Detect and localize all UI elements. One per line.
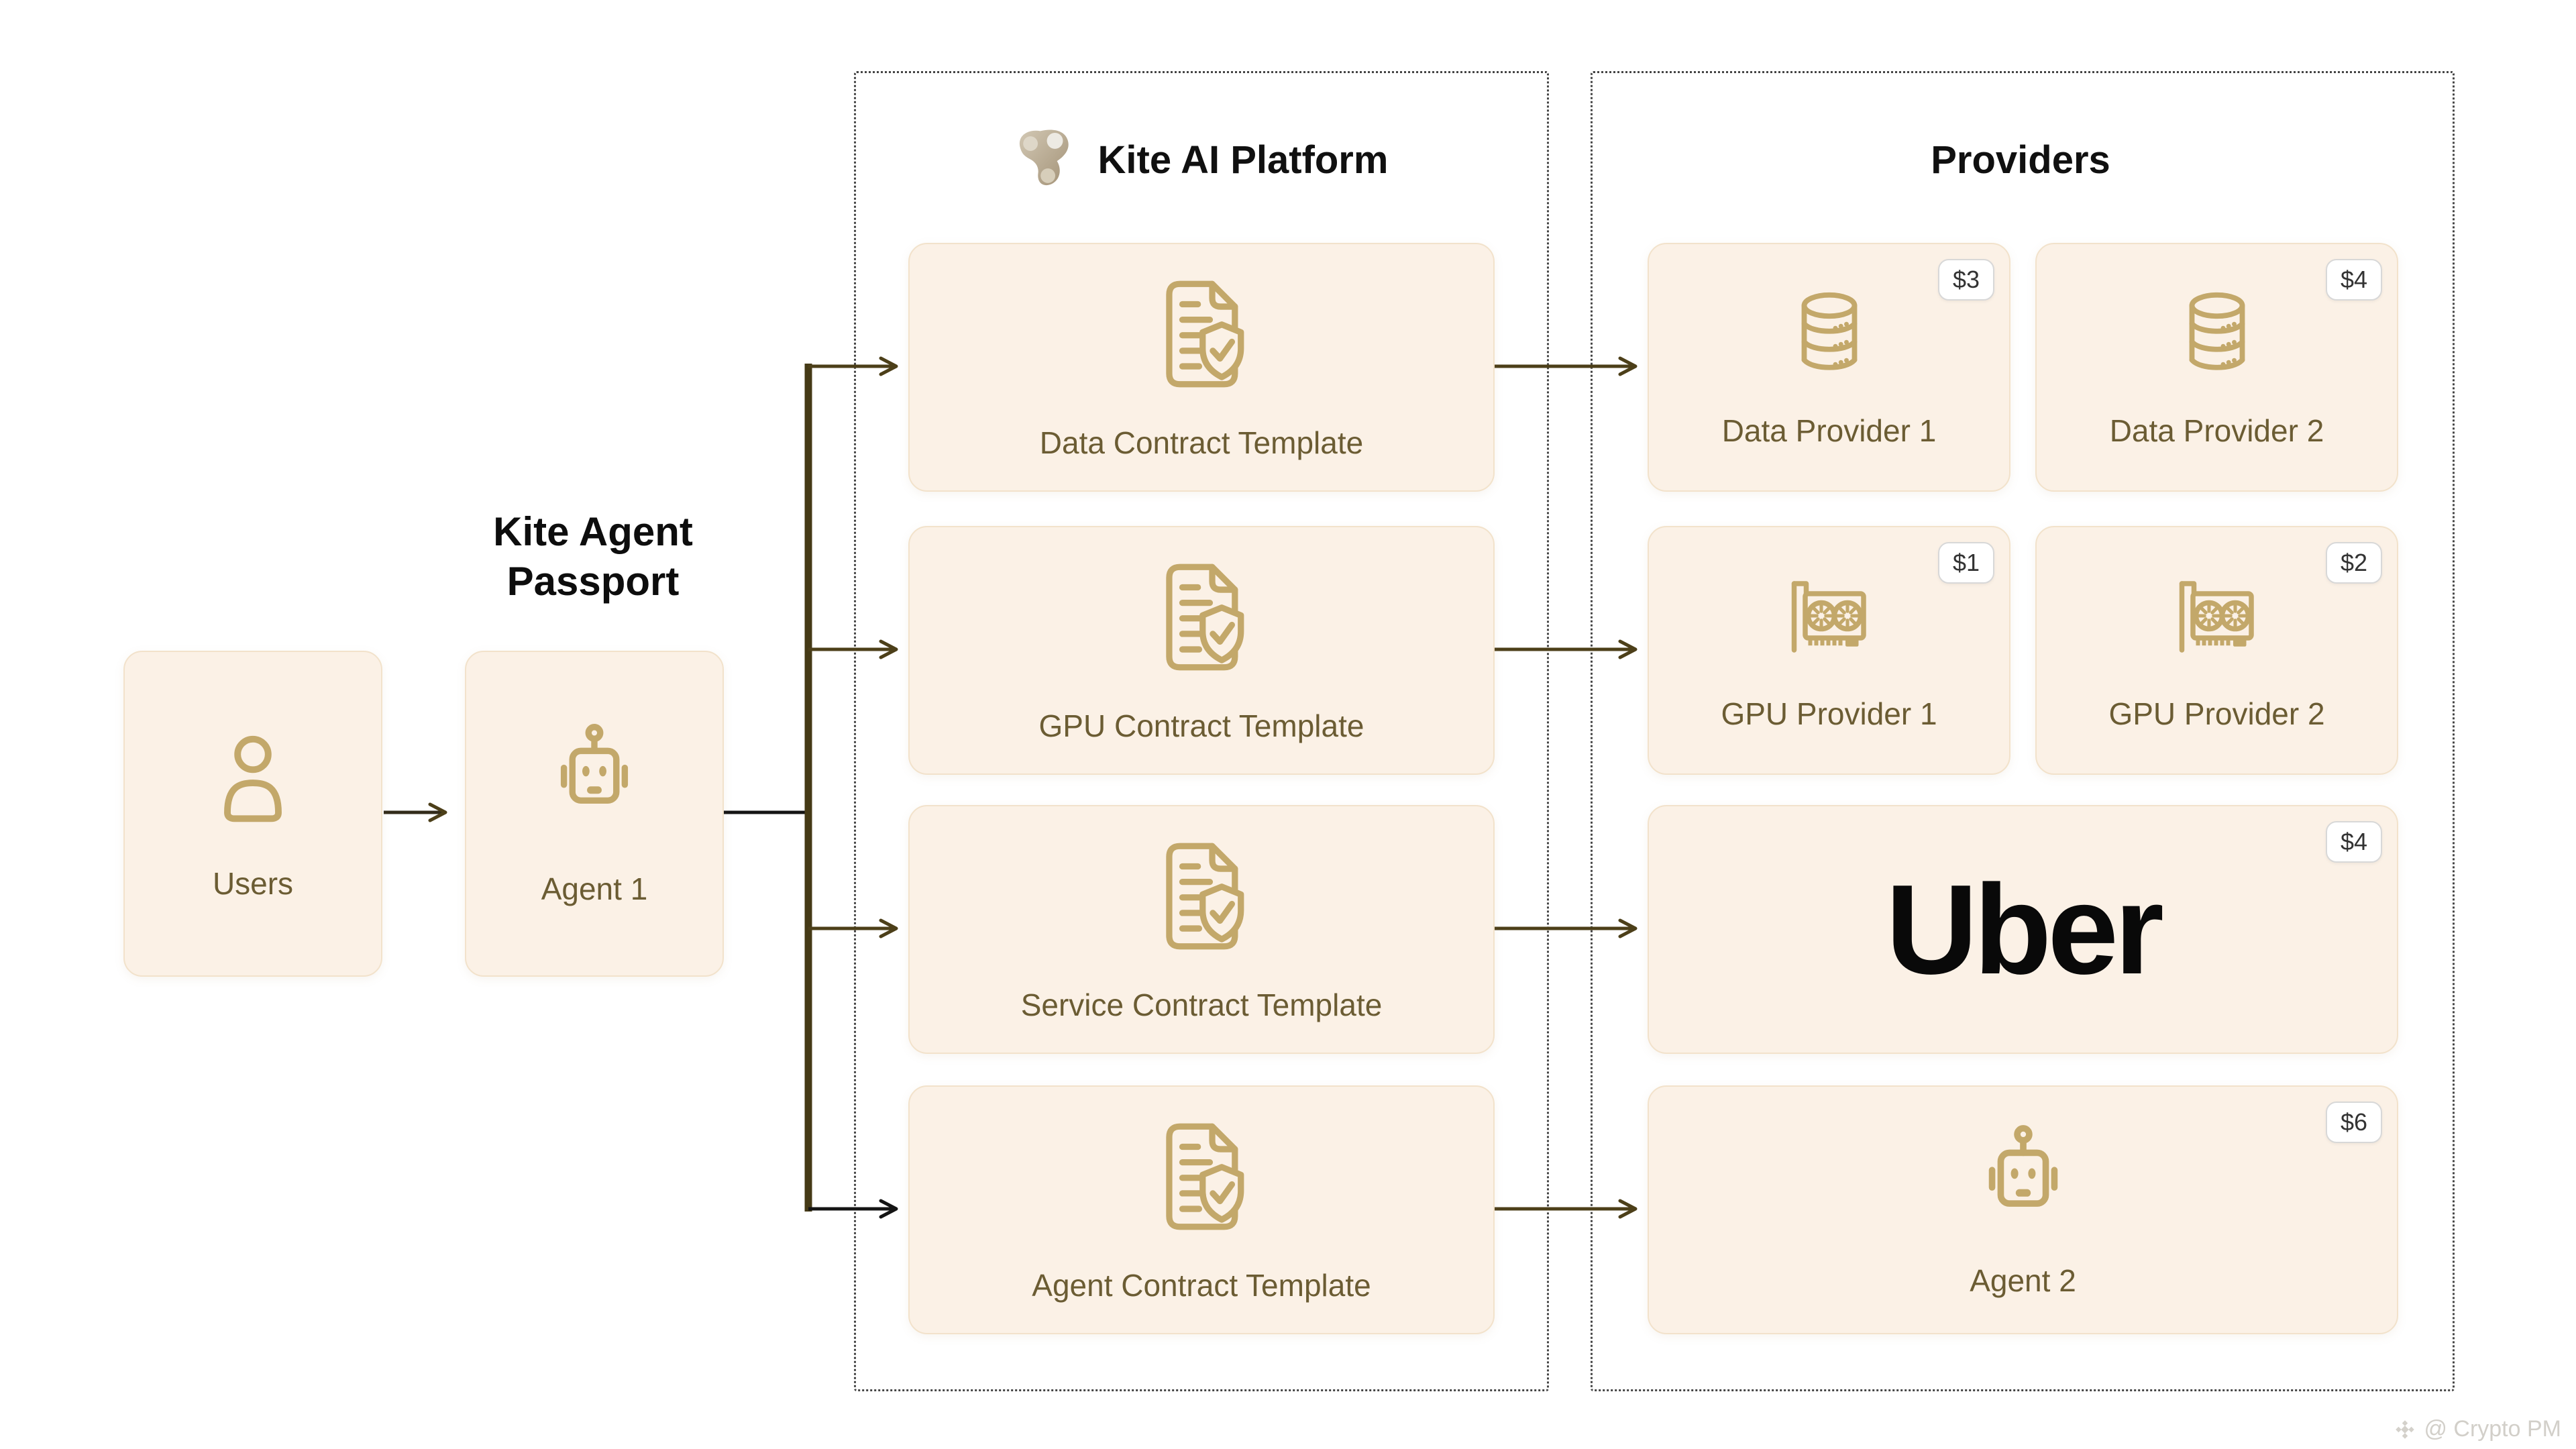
watermark-text: @ Crypto PM bbox=[2424, 1416, 2561, 1442]
provider-card-data1: $3 Data Provider 1 bbox=[1648, 243, 2010, 492]
price-badge: $2 bbox=[2325, 542, 2382, 584]
node-label: Agent 1 bbox=[541, 871, 648, 906]
template-card-service: Service Contract Template bbox=[908, 805, 1495, 1054]
robot-icon bbox=[1988, 1124, 2057, 1207]
contract-shield-icon bbox=[1166, 843, 1244, 949]
contract-shield-icon bbox=[1166, 564, 1244, 670]
template-card-gpu: GPU Contract Template bbox=[908, 526, 1495, 775]
template-card-data: Data Contract Template bbox=[908, 243, 1495, 492]
price-badge: $1 bbox=[1937, 542, 1994, 584]
template-label: Service Contract Template bbox=[1020, 987, 1383, 1022]
robot-icon bbox=[560, 724, 629, 804]
provider-card-gpu2: $2 GPU Provider 2 bbox=[2035, 526, 2398, 775]
kite-logo-icon bbox=[1019, 129, 1069, 186]
template-label: GPU Contract Template bbox=[1038, 708, 1364, 743]
platform-header: Kite AI Platform bbox=[854, 119, 1545, 200]
provider-label: Data Provider 1 bbox=[1721, 413, 1937, 448]
platform-title: Kite AI Platform bbox=[1097, 138, 1389, 182]
gpu-card-icon bbox=[1791, 580, 1866, 653]
price-badge: $4 bbox=[2325, 821, 2382, 863]
provider-card-agent2: $6 Agent 2 bbox=[1648, 1085, 2398, 1334]
contract-shield-icon bbox=[1166, 280, 1244, 387]
template-label: Data Contract Template bbox=[1039, 425, 1364, 460]
price-badge: $6 bbox=[2325, 1102, 2382, 1143]
provider-label: GPU Provider 1 bbox=[1721, 696, 1937, 731]
provider-card-data2: $4 Data Provider 2 bbox=[2035, 243, 2398, 492]
template-label: Agent Contract Template bbox=[1032, 1267, 1371, 1303]
person-icon bbox=[224, 735, 282, 822]
providers-header: Providers bbox=[1591, 119, 2451, 200]
watermark: @ Crypto PM bbox=[2393, 1416, 2561, 1442]
uber-wordmark: Uber bbox=[1886, 858, 2164, 1001]
database-icon bbox=[1801, 292, 1857, 370]
provider-card-uber: $4 Uber bbox=[1648, 805, 2398, 1054]
contract-shield-icon bbox=[1166, 1123, 1244, 1230]
database-icon bbox=[2189, 292, 2245, 370]
price-badge: $3 bbox=[1937, 259, 1994, 301]
kite-platform-container bbox=[854, 71, 1549, 1391]
providers-container bbox=[1591, 71, 2455, 1391]
passport-heading: Kite Agent Passport bbox=[493, 509, 693, 604]
gem-logo-icon bbox=[2396, 1419, 2415, 1439]
providers-title: Providers bbox=[1931, 138, 2110, 182]
gpu-card-icon bbox=[2179, 580, 2254, 653]
provider-label: Data Provider 2 bbox=[2109, 413, 2324, 448]
price-badge: $4 bbox=[2325, 259, 2382, 301]
node-label: Users bbox=[212, 866, 294, 901]
provider-card-gpu1: $1 GPU Provider 1 bbox=[1648, 526, 2010, 775]
template-card-agent: Agent Contract Template bbox=[908, 1085, 1495, 1334]
node-card-users: Users bbox=[123, 651, 382, 977]
provider-label: Agent 2 bbox=[1970, 1263, 2076, 1298]
provider-label: GPU Provider 2 bbox=[2108, 696, 2325, 731]
node-card-agent1: Agent 1 bbox=[465, 651, 724, 977]
